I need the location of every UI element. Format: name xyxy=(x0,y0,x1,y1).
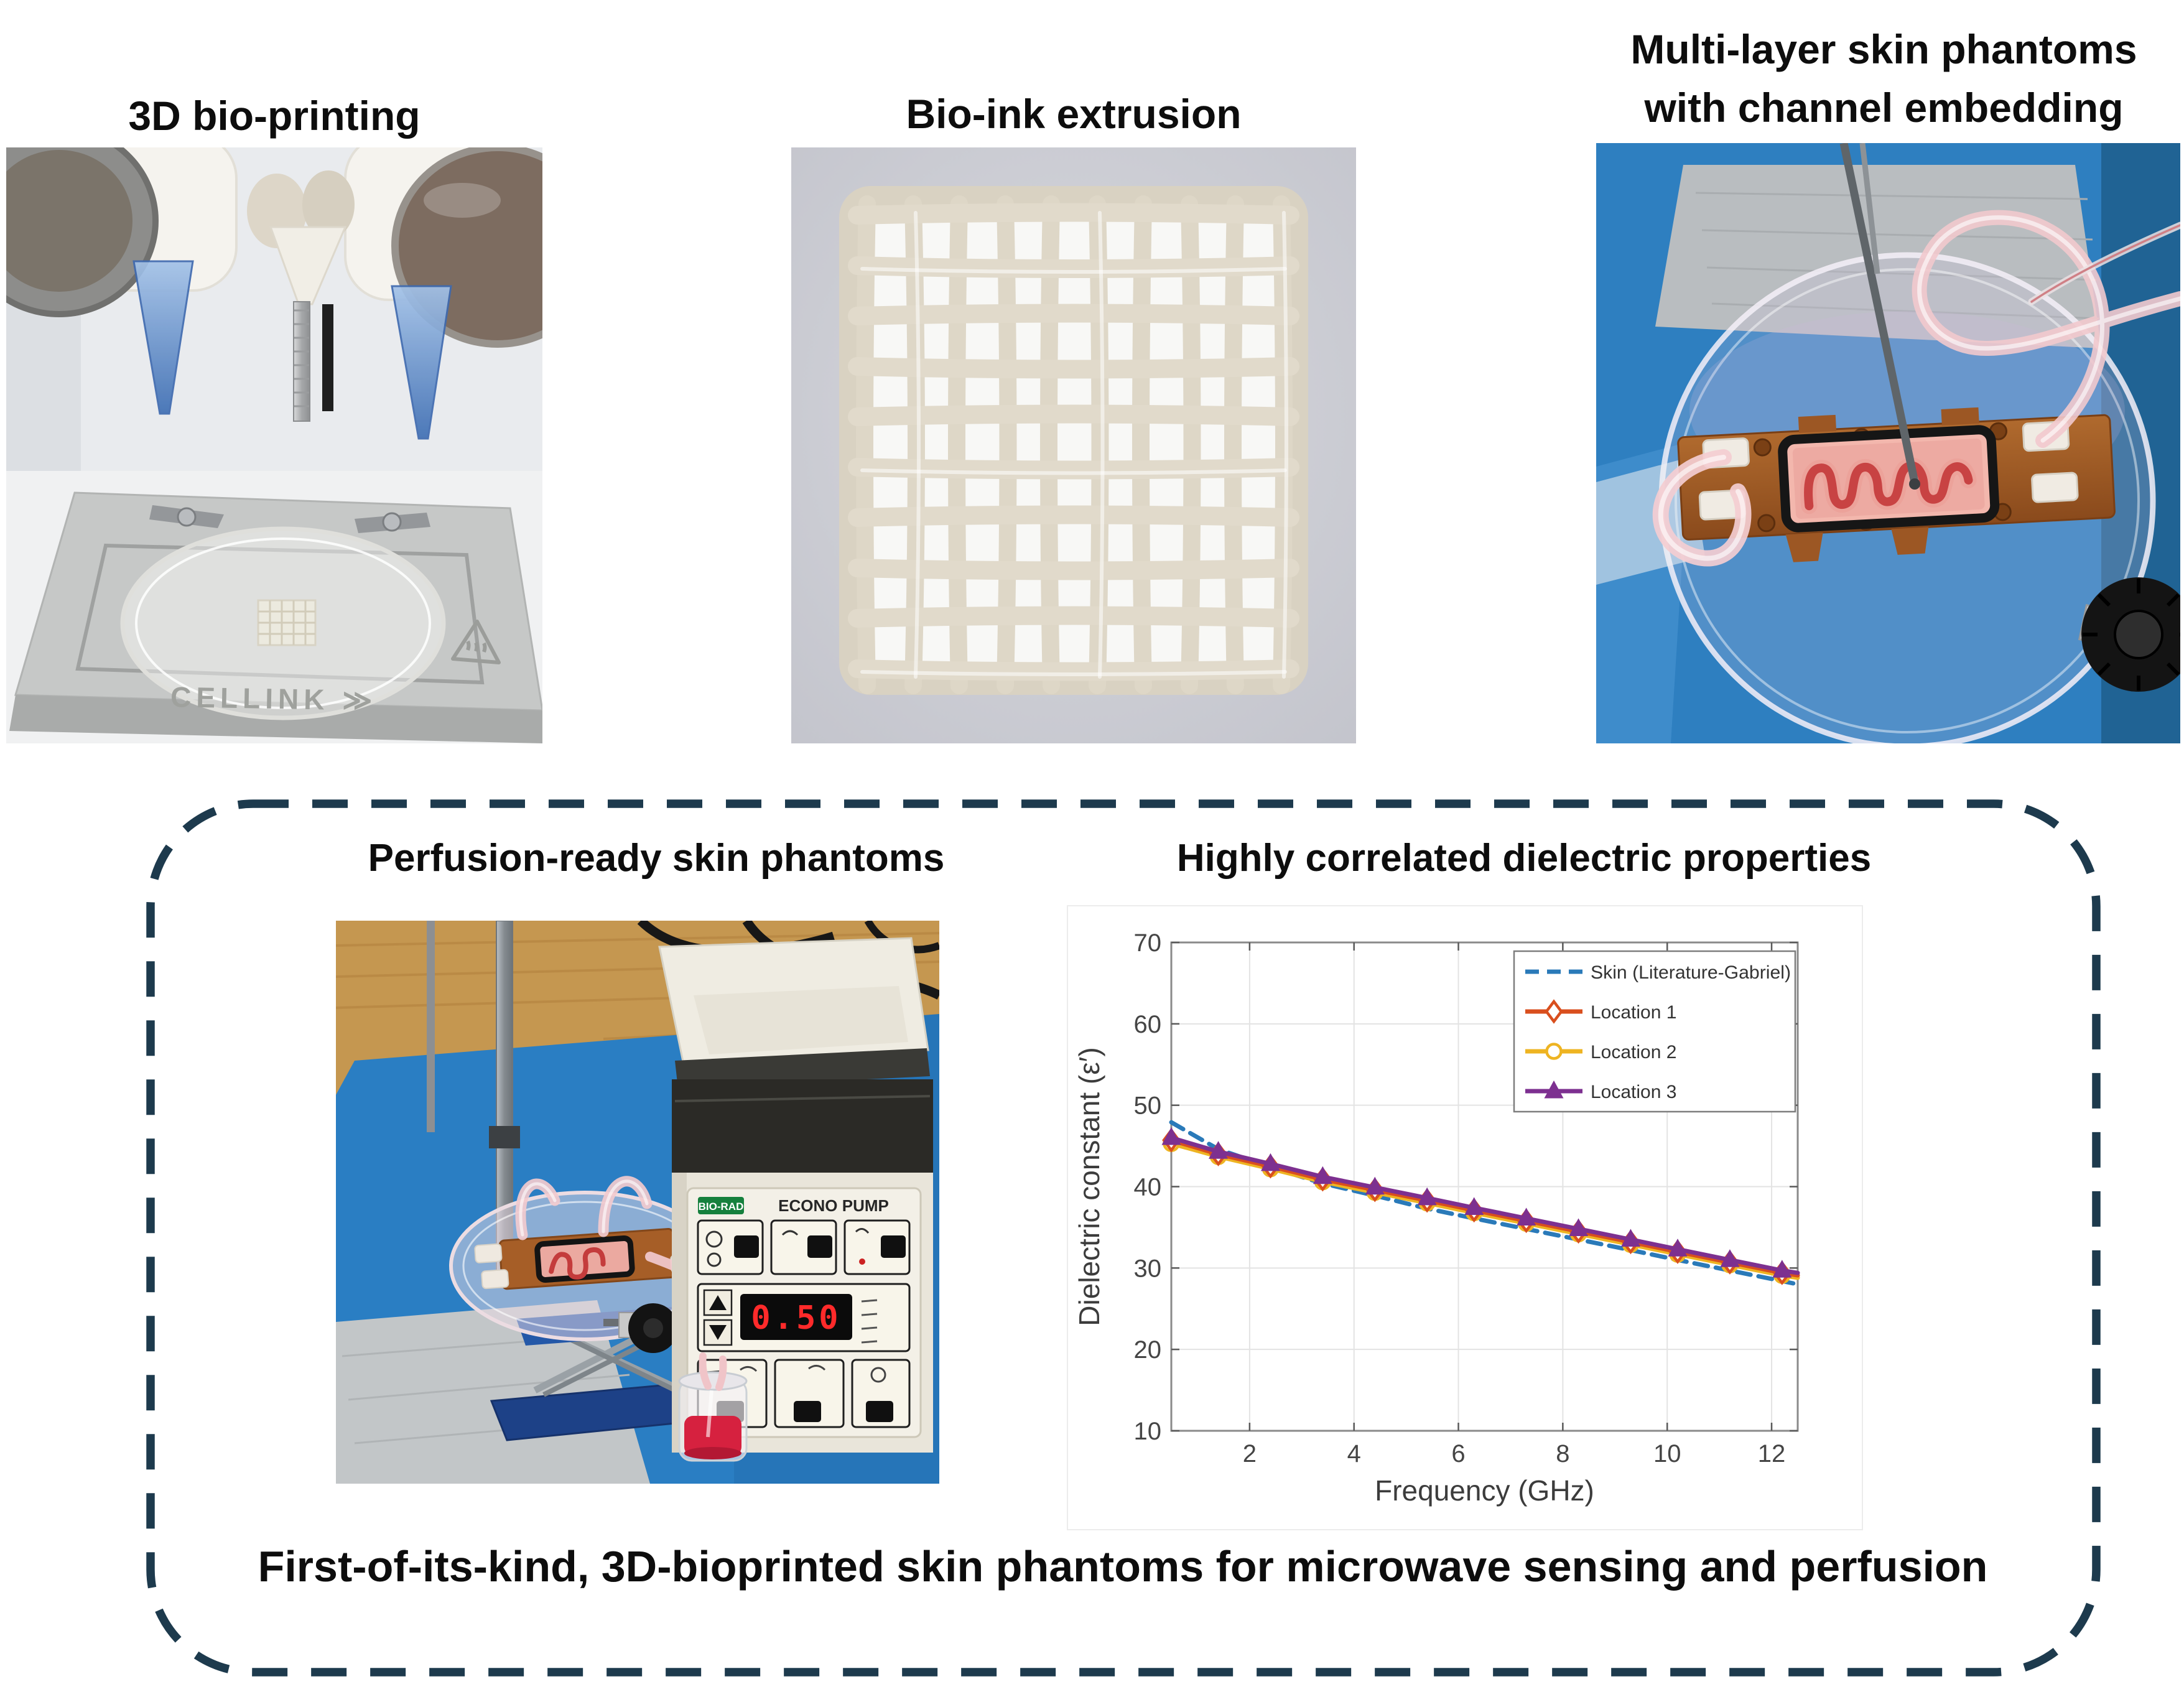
photo-bioink-lattice xyxy=(791,147,1356,743)
printed-grid-sample xyxy=(257,599,317,646)
chart-legend: Skin (Literature-Gabriel) Location 1 Locat… xyxy=(1513,950,1796,1113)
svg-text:20: 20 xyxy=(1134,1336,1162,1364)
series-line-location-3 xyxy=(1169,1135,1800,1275)
rod-clamp xyxy=(489,1126,520,1148)
svg-text:10: 10 xyxy=(1134,1418,1162,1445)
svg-text:50: 50 xyxy=(1134,1092,1162,1120)
title-multilayer: Multi-layer skin phantoms with channel e… xyxy=(1584,21,2184,137)
photo-channel-phantom xyxy=(1596,143,2180,743)
svg-text:60: 60 xyxy=(1134,1011,1162,1038)
pump-display-value: 0.50 xyxy=(751,1300,841,1337)
metal-probe xyxy=(1839,143,1920,490)
svg-text:Location 3: Location 3 xyxy=(1591,1082,1676,1102)
stand-rod-thin xyxy=(427,921,435,1132)
lattice-grid xyxy=(839,186,1308,695)
black-knob xyxy=(2078,577,2180,692)
photo-3d-bioprinter: CELLINK ≫ xyxy=(6,147,542,743)
photo-perfusion-setup: BIO-RAD ECONO PUMP 0.50 xyxy=(336,921,939,1484)
panel-caption: First-of-its-kind, 3D-bioprinted skin ph… xyxy=(258,1542,1988,1591)
red-media xyxy=(684,1416,741,1456)
svg-text:Skin (Literature-Gabriel): Skin (Literature-Gabriel) xyxy=(1591,962,1791,983)
pump-top-band xyxy=(672,1079,933,1173)
title-bioink-extrusion: Bio-ink extrusion xyxy=(906,91,1242,137)
pipette-tip-left xyxy=(132,260,194,415)
svg-text:6: 6 xyxy=(1451,1440,1465,1467)
printhead-left xyxy=(6,147,238,317)
chart-ylabel: Dielectric constant (ε′) xyxy=(1073,1047,1105,1326)
title-multilayer-line2: with channel embedding xyxy=(1644,84,2124,131)
svg-text:12: 12 xyxy=(1758,1440,1786,1467)
svg-text:30: 30 xyxy=(1134,1255,1162,1282)
title-multilayer-line1: Multi-layer skin phantoms xyxy=(1630,26,2137,72)
title-3d-bioprinting: 3D bio-printing xyxy=(128,93,421,139)
title-dielectric-properties: Highly correlated dielectric properties xyxy=(1176,837,1872,880)
clamp-knob xyxy=(603,1303,678,1353)
chart-xlabel: Frequency (GHz) xyxy=(1375,1474,1594,1507)
svg-text:4: 4 xyxy=(1347,1440,1361,1467)
pipette-tip-right xyxy=(391,285,452,440)
media-jar xyxy=(678,1352,748,1462)
cellink-brand-text: CELLINK ≫ xyxy=(170,681,378,717)
svg-text:70: 70 xyxy=(1134,929,1162,957)
svg-text:2: 2 xyxy=(1243,1440,1257,1467)
heat-warning-icon xyxy=(451,620,501,664)
pump-button-groups-top xyxy=(697,1219,911,1275)
pump-brand-text: BIO-RAD xyxy=(699,1201,744,1212)
pump-buttons-top xyxy=(734,1235,906,1258)
title-perfusion-ready: Perfusion-ready skin phantoms xyxy=(368,837,945,880)
threaded-rod xyxy=(293,301,310,422)
svg-text:Location 2: Location 2 xyxy=(1591,1042,1676,1063)
pump-brand-chip xyxy=(698,1197,744,1214)
dark-rod xyxy=(322,304,333,411)
perfusion-tubes xyxy=(1652,210,2180,567)
nozzle-holder xyxy=(269,226,347,305)
perfusion-pump: BIO-RAD ECONO PUMP 0.50 xyxy=(658,937,933,1453)
perfusion-channel xyxy=(1804,461,1973,511)
svg-text:10: 10 xyxy=(1653,1440,1681,1467)
svg-text:40: 40 xyxy=(1134,1174,1162,1201)
phantom-fixture xyxy=(1677,407,2116,562)
series-line-location-1 xyxy=(1169,1138,1800,1278)
chart-tick-labels: 2 4 6 8 10 12 10 20 30 40 50 60 70 xyxy=(1134,929,1786,1467)
svg-text:8: 8 xyxy=(1556,1440,1569,1467)
series-markers-location-3 xyxy=(1161,1127,1792,1278)
pump-display xyxy=(740,1294,852,1340)
svg-text:Location 1: Location 1 xyxy=(1591,1002,1676,1023)
pump-model-text: ECONO PUMP xyxy=(778,1196,889,1215)
